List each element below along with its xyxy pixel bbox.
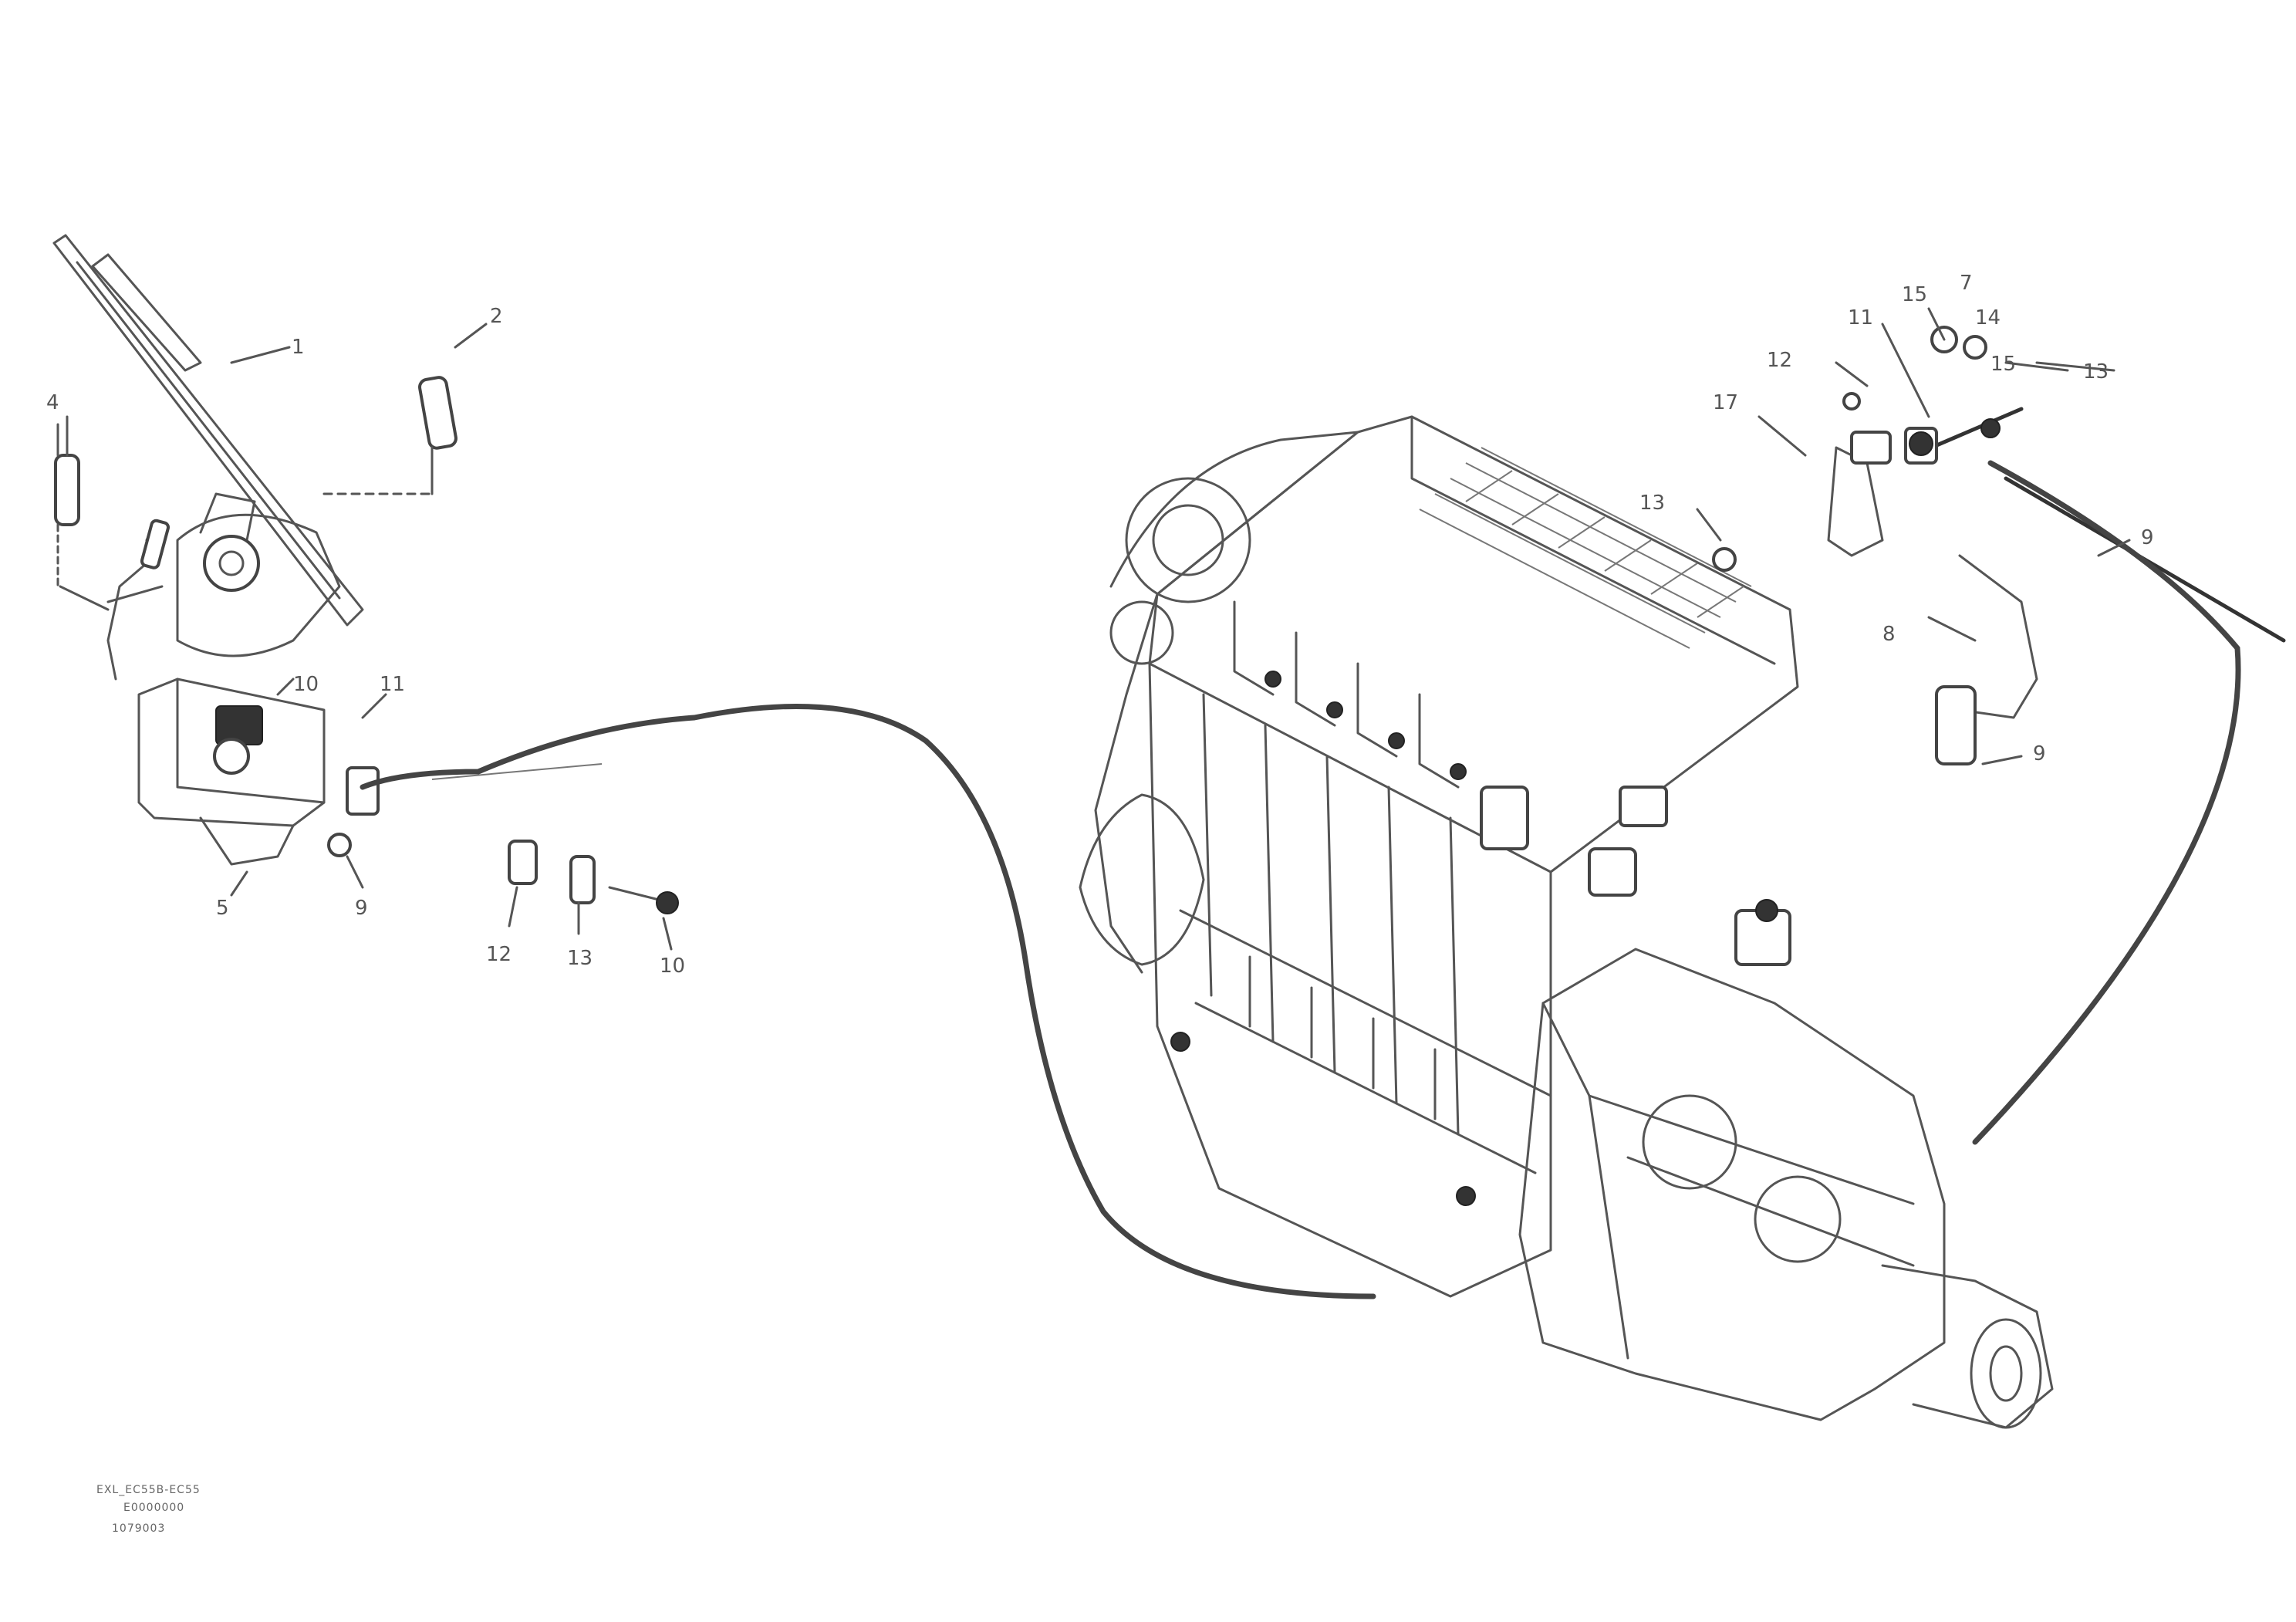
callout-label: 8 xyxy=(1882,623,1896,646)
callout-labels: 1 2 4 10 11 5 9 12 13 10 13 17 12 11 15 … xyxy=(46,272,2154,978)
callout-label: 5 xyxy=(216,897,229,920)
stamp-line-3: 1079003 xyxy=(112,1522,165,1535)
callout-label: 13 xyxy=(2083,360,2109,384)
callout-label: 11 xyxy=(1848,306,1873,329)
drawing-reference-stamp: EXL_EC55B-EC55 E0000000 1079003 xyxy=(96,1484,201,1535)
callout-label: 13 xyxy=(567,947,593,970)
callout-label: 4 xyxy=(46,391,59,414)
callout-label: 11 xyxy=(380,673,405,696)
callout-label: 9 xyxy=(355,897,368,920)
callout-label: 14 xyxy=(1975,306,2001,329)
cable-fittings xyxy=(508,840,679,914)
stamp-line-1: EXL_EC55B-EC55 xyxy=(96,1484,201,1496)
callout-label: 15 xyxy=(1990,353,2016,376)
callout-label: 12 xyxy=(1767,349,1792,372)
callout-label: 10 xyxy=(293,673,319,696)
callout-label: 13 xyxy=(1639,492,1665,515)
callout-label: 17 xyxy=(1713,391,1738,414)
callout-label: 15 xyxy=(1902,283,1927,306)
callout-label: 7 xyxy=(1960,272,1973,295)
callout-label: 9 xyxy=(2141,526,2154,549)
callout-label: 1 xyxy=(292,336,305,359)
throttle-lever-assembly xyxy=(52,234,458,866)
callout-label: 10 xyxy=(660,955,685,978)
stamp-line-2: E0000000 xyxy=(123,1502,184,1514)
callout-label: 2 xyxy=(490,305,503,328)
engine xyxy=(1079,415,2054,1429)
callout-label: 12 xyxy=(486,943,512,966)
cable-bracket-assembly xyxy=(1712,326,2286,1145)
callout-label: 9 xyxy=(2033,742,2046,765)
throttle-cable xyxy=(360,704,1376,1299)
leader-lines xyxy=(56,307,2131,951)
